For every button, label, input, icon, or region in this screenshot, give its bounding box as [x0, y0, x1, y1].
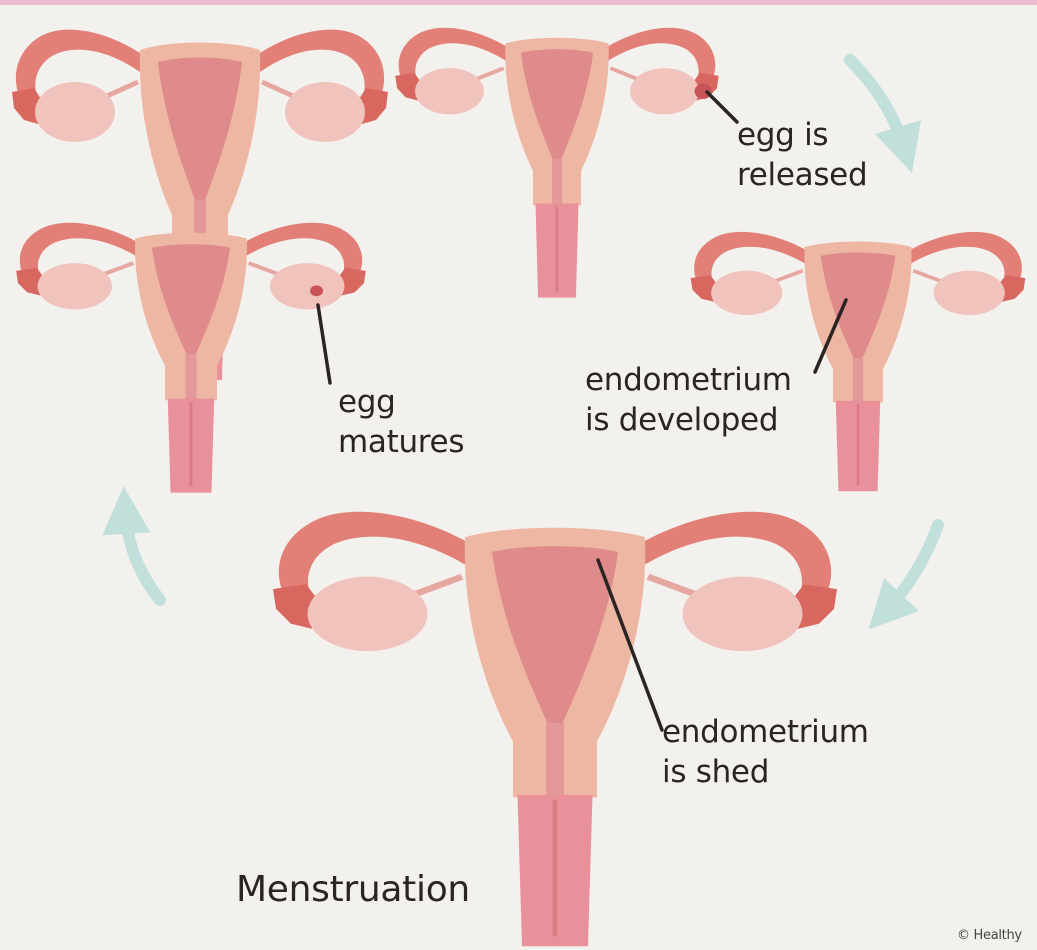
arrow-bottom-left [125, 510, 160, 600]
left-ovary [35, 82, 115, 142]
label-endometrium-developed: endometrium is developed [585, 360, 792, 440]
right-ovary [285, 82, 365, 142]
label-egg-released: egg is released [737, 115, 867, 195]
maturing-egg [310, 285, 323, 296]
copyright-notice: © Healthy [957, 928, 1022, 944]
pointer-egg-matures [318, 305, 330, 383]
stage-egg-matures [16, 223, 366, 493]
stage-egg-released [395, 28, 718, 298]
pointer-egg-released [707, 92, 737, 122]
diagram-title: Menstruation [236, 868, 470, 912]
arrow-bottom-right [885, 525, 938, 612]
label-endometrium-shed: endometrium is shed [662, 712, 869, 792]
label-egg-matures: egg matures [338, 382, 464, 462]
